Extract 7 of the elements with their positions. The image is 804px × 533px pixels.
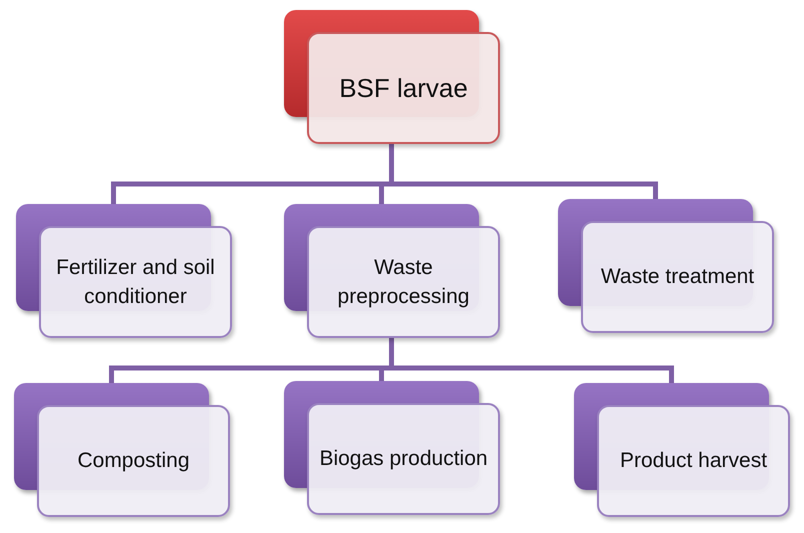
node-label: Waste treatment xyxy=(600,264,754,290)
node-label: Fertilizer and soil conditioner xyxy=(55,254,216,310)
node-label: BSF larvae xyxy=(339,72,468,104)
node-label: Biogas production xyxy=(319,446,488,472)
node-label: Composting xyxy=(77,448,190,474)
node-label: Waste preprocessing xyxy=(336,254,470,310)
node-label: Product harvest xyxy=(620,448,768,474)
